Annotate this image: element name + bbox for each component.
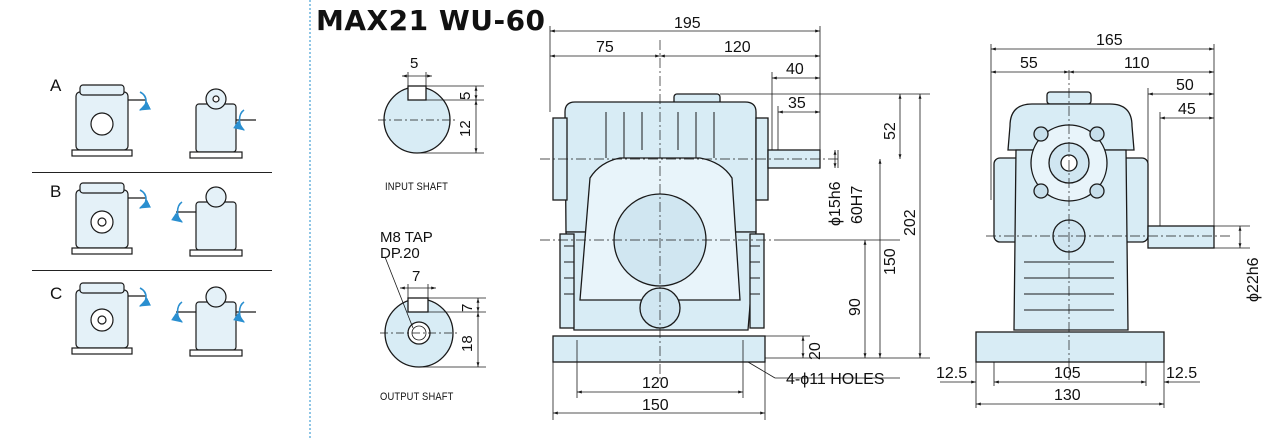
- dim-front-foot-inner: 120: [642, 375, 669, 392]
- dim-side-overall: 165: [1096, 32, 1123, 49]
- arrangement-label-a: A: [50, 76, 62, 95]
- dim-front-shaft-dia: ϕ15h6: [827, 181, 844, 226]
- output-key-width: 7: [412, 268, 420, 285]
- dim-front-shaft-out: 40: [786, 61, 804, 78]
- dim-front-left: 75: [596, 39, 614, 56]
- dim-front-height: 202: [902, 209, 919, 236]
- dim-front-key-len: 35: [788, 95, 806, 112]
- input-key-width: 5: [410, 55, 418, 72]
- input-half-diameter: 12: [457, 120, 474, 137]
- side-view-centerlines: [986, 70, 1230, 380]
- output-depth-label: DP.20: [380, 245, 420, 262]
- dim-side-edge-right: 12.5: [1166, 365, 1197, 382]
- side-view-dimensions: [940, 44, 1250, 408]
- arrangement-c-drawings: [71, 282, 256, 357]
- dim-front-bore: 60H7: [849, 186, 866, 224]
- dim-front-overall: 195: [674, 15, 701, 32]
- input-shaft-caption: INPUT SHAFT: [385, 181, 449, 193]
- arrangement-separator-2: [32, 270, 272, 271]
- dim-front-holes: 4-ϕ11 HOLES: [786, 371, 884, 388]
- dim-side-shaft-dia: ϕ22h6: [1245, 257, 1262, 302]
- front-view-dimensions: [549, 26, 930, 420]
- dim-side-left: 55: [1020, 55, 1038, 72]
- dim-front-right: 120: [724, 39, 751, 56]
- dim-side-foot-outer: 130: [1054, 387, 1081, 404]
- dim-front-foot-thick: 20: [807, 342, 824, 360]
- dim-side-shaft-out: 50: [1176, 77, 1194, 94]
- arrangement-a-drawings: [71, 84, 256, 159]
- output-shaft-section: [380, 256, 486, 368]
- output-tap-label: M8 TAP: [380, 229, 433, 246]
- arrangement-label-c: C: [50, 284, 63, 303]
- dim-side-key-len: 45: [1178, 101, 1196, 118]
- arrangement-separator-1: [32, 172, 272, 173]
- input-shaft-section: [378, 72, 484, 154]
- divider-line: [309, 0, 311, 438]
- output-half-diameter: 18: [459, 335, 476, 352]
- front-view-centerlines: [540, 40, 840, 380]
- dim-front-center-dist: 150: [882, 248, 899, 275]
- dim-side-right: 110: [1124, 55, 1150, 72]
- front-view-body: [552, 93, 821, 363]
- dim-front-foot-outer: 150: [642, 397, 669, 414]
- dim-side-foot-inner: 105: [1054, 365, 1081, 382]
- dim-side-edge-left: 12.5: [936, 365, 967, 382]
- side-view-body: [975, 91, 1215, 363]
- dim-front-top-axis: 52: [882, 122, 899, 140]
- page-title: MAX21 WU-60: [316, 4, 546, 37]
- input-key-depth: 5: [457, 92, 474, 100]
- output-key-depth: 7: [459, 304, 476, 312]
- arrangement-label-b: B: [50, 182, 62, 201]
- arrangement-b-drawings: [71, 182, 243, 257]
- dim-front-axis-height: 90: [847, 298, 864, 316]
- output-shaft-caption: OUTPUT SHAFT: [380, 391, 454, 403]
